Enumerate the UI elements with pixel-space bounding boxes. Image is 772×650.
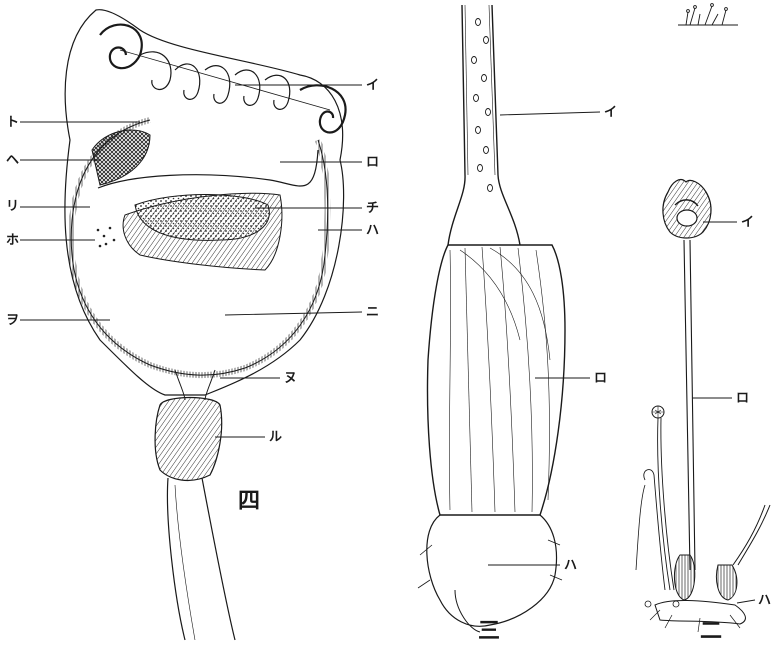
figure-four-drawing	[65, 10, 346, 640]
label-i-fig3: イ	[604, 106, 617, 119]
figure-three-leader-lines	[488, 112, 600, 565]
figure-four-number: 四	[238, 490, 260, 512]
figure-three-number: 三	[478, 620, 500, 642]
label-nu: ヌ	[284, 372, 297, 385]
label-ho: ホ	[6, 234, 19, 247]
label-i-fig2: イ	[741, 216, 754, 229]
label-i-fig4: イ	[366, 79, 379, 92]
label-ro-fig3: ロ	[594, 372, 607, 385]
label-ru: ル	[269, 431, 282, 444]
label-ro-fig4: ロ	[366, 156, 379, 169]
figure-two-number: 二	[700, 620, 722, 642]
figure-two-drawing	[636, 4, 770, 632]
label-wo: ヲ	[6, 314, 19, 327]
label-to: ト	[6, 116, 19, 129]
figure-three-drawing	[418, 5, 565, 632]
label-ri: リ	[6, 200, 19, 213]
label-ha-fig2: ハ	[758, 594, 771, 607]
label-ni: ニ	[366, 306, 379, 319]
label-ha-fig4: ハ	[366, 224, 379, 237]
label-ha-fig3: ハ	[564, 559, 577, 572]
label-ro-fig2: ロ	[736, 392, 749, 405]
label-chi: チ	[366, 202, 379, 215]
label-he: ヘ	[6, 154, 19, 167]
